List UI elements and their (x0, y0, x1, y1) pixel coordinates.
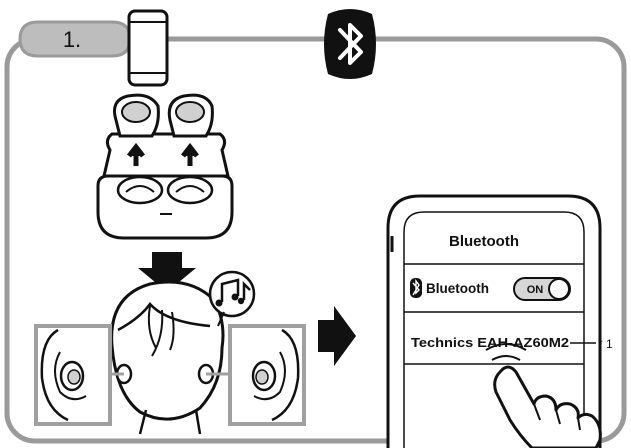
step-frame (4, 36, 627, 444)
left-earbud (113, 93, 160, 166)
music-notes-icon (208, 270, 256, 327)
bluetooth-small-icon (410, 278, 422, 298)
step-badge: 1. (18, 20, 132, 58)
bluetooth-icon (324, 9, 376, 79)
bluetooth-toggle-row[interactable]: Bluetooth ON (410, 277, 571, 301)
footnote-marker: * 1 (598, 337, 613, 351)
bluetooth-toggle-switch[interactable]: ON (513, 277, 571, 301)
pointing-hand-icon (485, 343, 602, 448)
left-ear-inset (34, 324, 124, 426)
arrow-right-icon (318, 306, 356, 366)
right-earbud (167, 93, 214, 166)
toggle-state-text: ON (527, 284, 544, 296)
step-number: 1. (63, 27, 81, 52)
bluetooth-toggle-label: Bluetooth (426, 281, 489, 296)
smartphone-icon (127, 9, 169, 87)
charging-case (96, 132, 234, 240)
screen-title: Bluetooth (449, 233, 519, 250)
person-head (110, 280, 225, 435)
phone-settings-screen: Bluetooth Bluetooth ON Technics EAH-AZ60… (386, 194, 613, 448)
device-list-item[interactable]: Technics EAH-AZ60M2 (411, 335, 569, 350)
device-name: Technics EAH-AZ60M2 (411, 335, 569, 350)
right-ear-inset (206, 324, 306, 426)
arrow-down-icon (138, 252, 196, 292)
